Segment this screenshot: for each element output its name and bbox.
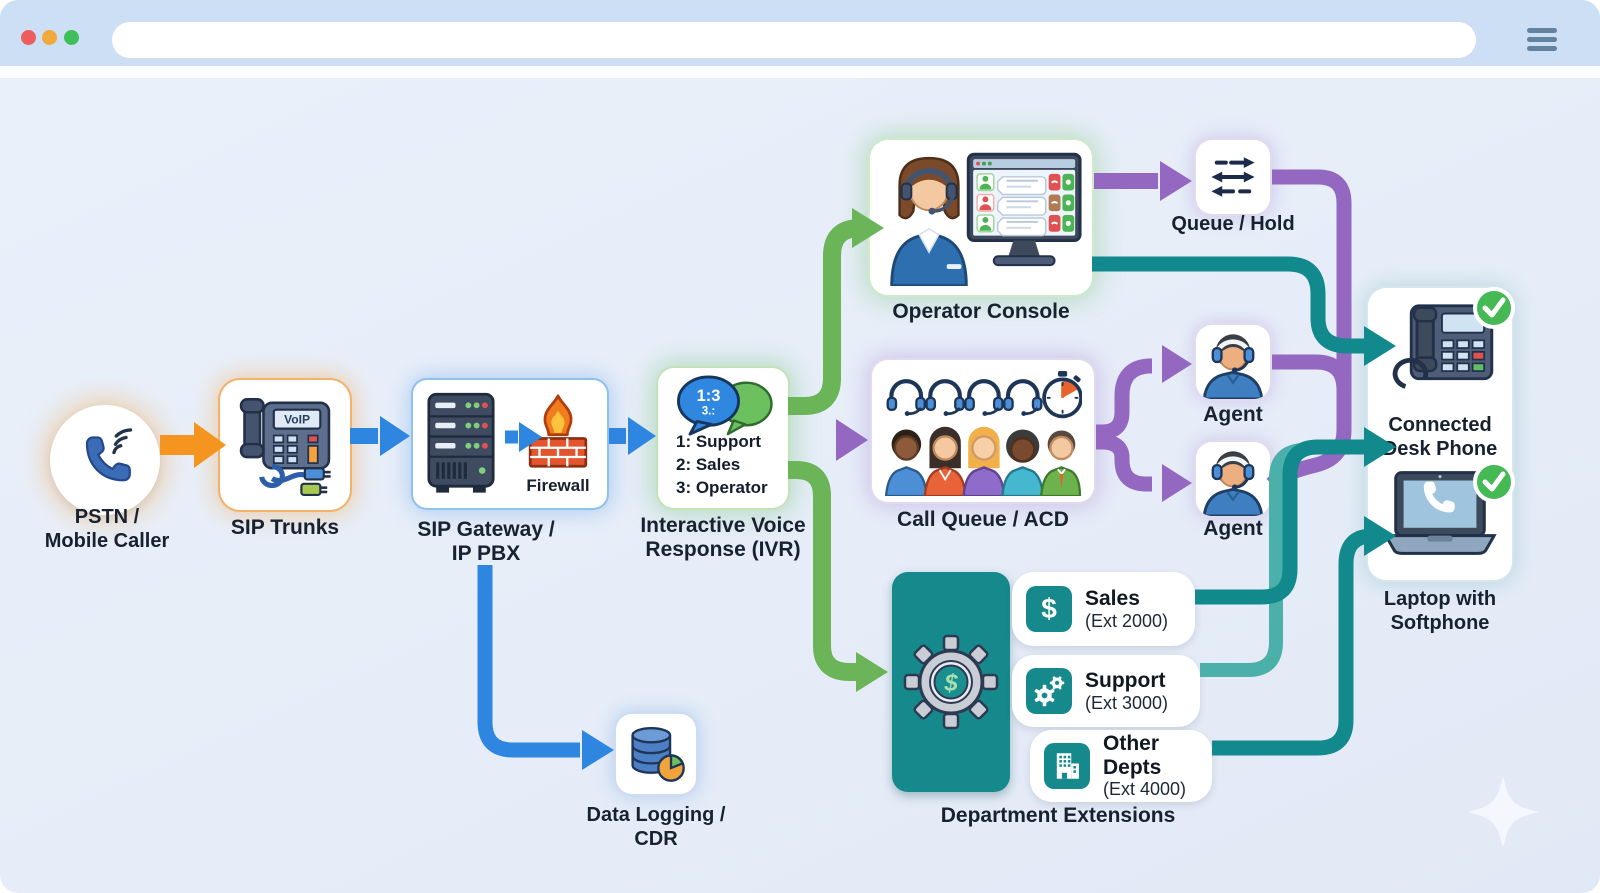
menu-button[interactable] xyxy=(1523,22,1561,56)
department-extensions-label: Department Extensions xyxy=(940,804,1176,827)
database-icon xyxy=(631,727,685,782)
gear-dollar-glyph: $ xyxy=(943,670,958,697)
pstn-label: PSTN / xyxy=(74,506,140,528)
ivr-menu-item: 3: Operator xyxy=(676,478,768,497)
maximize-button[interactable] xyxy=(64,30,79,45)
phone-handset-icon xyxy=(85,428,133,482)
laptop-softphone-label: Laptop with xyxy=(1383,588,1497,610)
dept-title: Other Depts xyxy=(1103,732,1162,779)
agent-top-node xyxy=(1196,325,1270,399)
dollar-icon: $ xyxy=(1026,586,1072,632)
department-extensions-panel: $ xyxy=(892,572,1010,792)
desk-phone-icon xyxy=(1392,304,1494,389)
dept-ext: (Ext 3000) xyxy=(1085,692,1169,713)
operator-console-node xyxy=(870,140,1092,295)
ivr-label: Interactive Voice xyxy=(640,514,806,537)
dept-ext: (Ext 2000) xyxy=(1085,610,1169,631)
ivr-menu-item: 2: Sales xyxy=(676,455,741,474)
agent-top-label: Agent xyxy=(1203,403,1263,426)
dept-row-other: Other Depts (Ext 4000) xyxy=(1030,730,1212,802)
dept-title: Support xyxy=(1085,669,1166,693)
sip-gateway-label: SIP Gateway / xyxy=(417,518,555,541)
endpoints-node: Connected Desk Phone xyxy=(1368,287,1515,580)
queue-hold-label: Queue / Hold xyxy=(1171,213,1295,235)
operator-console-label: Operator Console xyxy=(892,300,1070,323)
firewall-label: Firewall xyxy=(526,476,590,495)
server-icon xyxy=(427,392,495,493)
agent-bottom-node xyxy=(1196,442,1270,516)
voip-phone-icon: VoIP xyxy=(239,398,331,497)
close-button[interactable] xyxy=(21,30,36,45)
headsets-and-timer-icon xyxy=(886,371,1082,419)
agent-icon xyxy=(1202,334,1264,399)
ivr-bubble-text: 3.: xyxy=(702,405,716,418)
sip-gateway-label: IP PBX xyxy=(451,542,521,565)
dollar-glyph: $ xyxy=(1041,593,1057,624)
department-gear-icon: $ xyxy=(903,634,999,730)
ivr-label: Response (IVR) xyxy=(645,538,801,561)
address-bar-input[interactable] xyxy=(112,22,1476,58)
dept-row-sales: $ Sales (Ext 2000) xyxy=(1012,572,1195,646)
people-group-icon xyxy=(884,426,1082,496)
desk-phone-label: Desk Phone xyxy=(1382,438,1498,460)
pstn-label: Mobile Caller xyxy=(44,530,170,552)
hamburger-icon xyxy=(1527,36,1557,42)
operator-console-icon xyxy=(890,152,1082,286)
firewall-icon xyxy=(528,394,588,468)
laptop-softphone-icon xyxy=(1383,471,1497,555)
laptop-softphone-label: Softphone xyxy=(1390,612,1490,634)
agent-icon xyxy=(1202,451,1264,516)
sip-trunks-node: VoIP xyxy=(220,380,350,510)
voip-screen-text: VoIP xyxy=(284,412,310,426)
data-logging-label: Data Logging / xyxy=(586,804,726,826)
check-badge-icon xyxy=(1473,461,1515,503)
dept-ext: (Ext 4000) xyxy=(1103,779,1187,800)
hamburger-icon xyxy=(1527,27,1557,33)
data-logging-node xyxy=(616,714,696,794)
desk-phone-label: Connected xyxy=(1388,414,1492,436)
building-icon xyxy=(1044,743,1090,789)
ivr-node: 1:3 3.: 1: Support 2: Sales 3: Operator xyxy=(658,368,788,508)
pstn-node xyxy=(50,405,160,515)
gears-icon xyxy=(1026,668,1072,714)
call-queue-label: Call Queue / ACD xyxy=(897,508,1069,531)
ivr-menu-item: 1: Support xyxy=(676,432,761,451)
minimize-button[interactable] xyxy=(42,30,57,45)
agent-bottom-label: Agent xyxy=(1203,517,1263,540)
sip-gateway-node: Firewall xyxy=(413,380,607,508)
queue-hold-node xyxy=(1196,140,1270,214)
check-badge-icon xyxy=(1473,287,1515,329)
sip-trunks-label: SIP Trunks xyxy=(230,516,340,539)
ivr-bubble-text: 1:3 xyxy=(697,387,721,405)
hamburger-icon xyxy=(1527,45,1557,51)
toolbar-divider xyxy=(0,66,1600,78)
browser-toolbar xyxy=(0,0,1600,66)
transfer-arrows-icon xyxy=(1211,157,1255,197)
dept-row-support: Support (Ext 3000) xyxy=(1012,655,1200,727)
data-logging-label: CDR xyxy=(634,828,678,850)
dept-title: Sales xyxy=(1085,587,1140,611)
call-queue-node xyxy=(872,360,1094,502)
speech-bubbles-icon: 1:3 3.: xyxy=(677,375,773,436)
